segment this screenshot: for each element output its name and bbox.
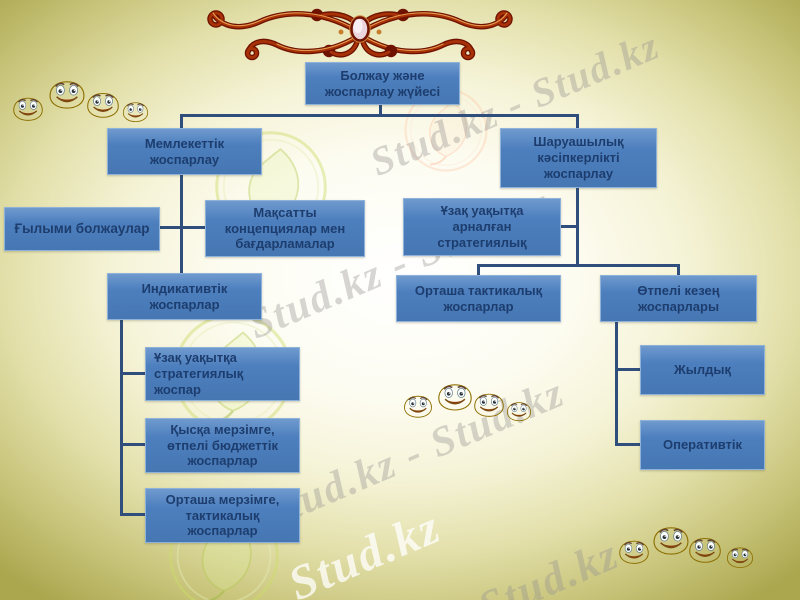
connector [180,175,183,273]
node-annual: Жылдық [640,345,765,395]
connector [677,264,680,275]
smiley-icon [688,535,722,564]
node-short-budget-plans: Қысқа мерзімге, өтпелі бюджеттік жоспарл… [145,418,300,473]
connector [615,322,618,446]
flourish-ornament-icon [188,2,532,66]
stud-kz-watermark: Stud.kz [280,499,449,600]
smiley-icon [726,545,754,569]
connector [120,320,123,516]
smiley-icon [652,524,690,556]
connector [561,225,577,228]
connector [181,226,205,229]
connector [477,264,680,267]
connector [617,368,640,371]
node-root: Болжау және жоспарлау жүйесі [305,62,460,105]
node-long-strategic-plan: Ұзақ уақытқа стратегиялық жоспар [145,347,300,401]
smiley-icon [473,391,505,418]
node-transition-period-plans: Өтпелі кезең жоспарлары [600,275,757,322]
connector [576,114,579,130]
stud-kz-watermark: Stud.kz [471,529,627,600]
node-operative: Оперативтік [640,420,765,470]
smiley-icon [12,95,44,122]
node-business-planning: Шаруашылық кәсіпкерлікті жоспарлау [500,128,657,188]
smiley-icon [403,393,433,419]
connector [379,105,382,117]
node-scientific-forecasts: Ғылыми болжаулар [4,207,160,251]
connector [122,513,145,516]
connector [122,443,145,446]
connector [158,226,182,229]
smiley-icon [122,100,149,123]
connector [477,264,480,275]
node-medium-tactical-plans: Орташа тактикалық жоспарлар [396,275,561,322]
smiley-icon [506,400,532,422]
node-state-planning: Мемлекеттік жоспарлау [107,128,262,175]
node-longterm-strategic: Ұзақ уақытқа арналған стратегиялық [403,198,561,256]
node-target-concepts: Мақсатты концепциялар мен бағдарламалар [205,200,365,257]
connector [576,188,579,267]
connector [122,372,145,375]
smiley-icon [618,538,650,565]
smiley-icon [86,90,120,119]
node-medium-term-tactical: Орташа мерзімге, тактикалық жоспарлар [145,488,300,543]
connector [617,443,640,446]
node-indicative-plans: Индикативтік жоспарлар [107,273,262,320]
smiley-icon [437,381,473,412]
connector [180,114,183,130]
smiley-icon [48,78,86,110]
connector [180,114,579,117]
